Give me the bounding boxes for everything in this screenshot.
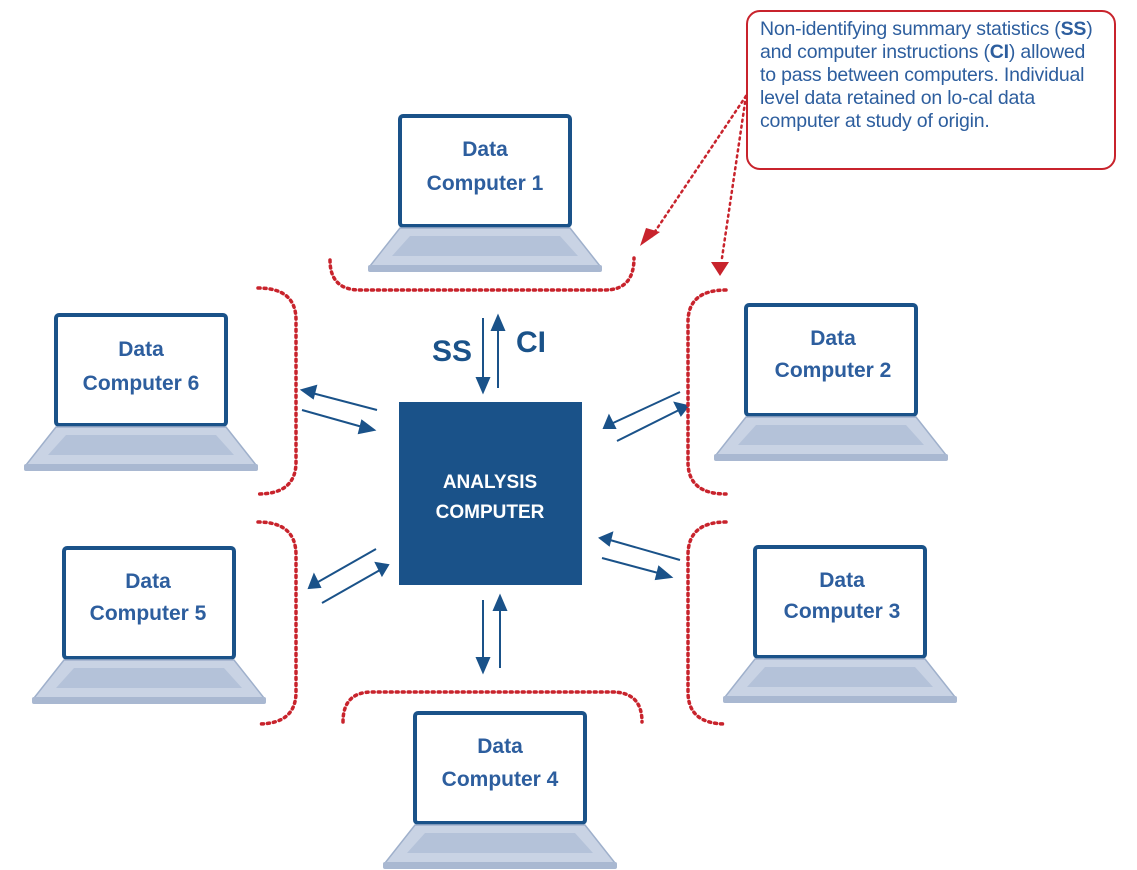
computer-5-line2: Computer 5 <box>90 602 207 625</box>
computer-3-line2: Computer 3 <box>784 600 901 623</box>
data-computer-1: Data Computer 1 <box>366 114 604 274</box>
data-computer-3: Data Computer 3 <box>721 545 959 705</box>
analysis-line2: COMPUTER <box>436 502 545 523</box>
analysis-line1: ANALYSIS <box>443 472 537 493</box>
info-callout: Non-identifying summary statistics (SS) … <box>746 10 1116 170</box>
callout-text-1: Non-identifying summary statistics ( <box>760 18 1061 40</box>
computer-1-line2: Computer 1 <box>427 172 544 195</box>
data-computer-4: Data Computer 4 <box>381 711 619 870</box>
computer-2-line1: Data <box>810 327 856 350</box>
ss-label: SS <box>432 335 472 368</box>
boundary-brackets <box>256 256 728 726</box>
data-computer-5: Data Computer 5 <box>30 546 268 706</box>
exchange-arrows <box>299 313 690 675</box>
computer-6-line2: Computer 6 <box>83 372 200 395</box>
computer-6-line1: Data <box>118 338 164 361</box>
computer-3-line1: Data <box>819 569 865 592</box>
analysis-computer: ANALYSIS COMPUTER <box>399 402 582 585</box>
data-computer-2: Data Computer 2 <box>712 303 950 463</box>
callout-text-3: ) allowed to pass between computers. Ind… <box>760 41 1086 132</box>
callout-text-2: ) and computer instructions ( <box>760 18 1093 63</box>
computer-5-line1: Data <box>125 570 171 593</box>
computer-4-line1: Data <box>477 735 523 758</box>
computer-1-line1: Data <box>462 138 508 161</box>
data-computer-6: Data Computer 6 <box>22 313 260 473</box>
callout-ss: SS <box>1060 18 1087 40</box>
computer-2-line2: Computer 2 <box>775 359 892 382</box>
computer-4-line2: Computer 4 <box>442 768 559 791</box>
ci-label: CI <box>516 326 546 359</box>
callout-ci: CI <box>989 41 1009 63</box>
callout-pointers <box>640 94 748 276</box>
